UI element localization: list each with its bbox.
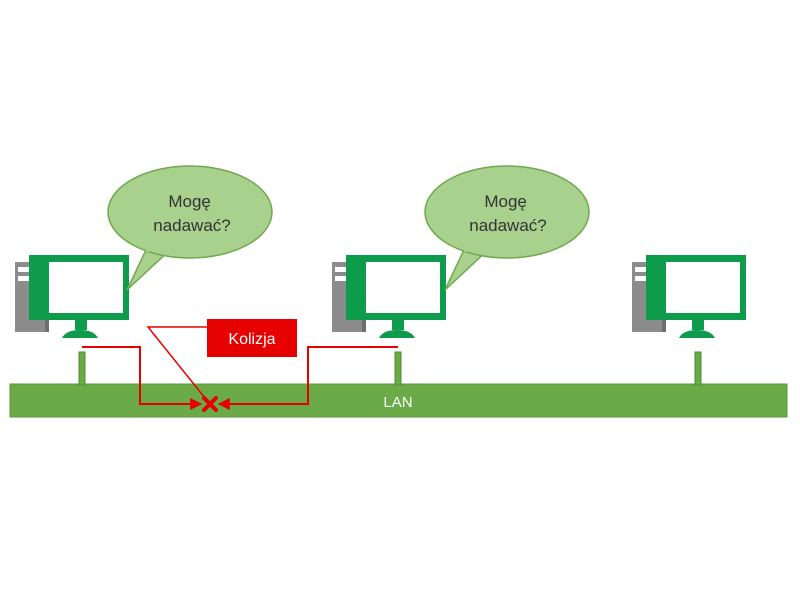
speech-bubble-1: Mogę nadawać? [107,165,273,291]
collision-x-icon [202,396,218,412]
bubble-2-line-1: Mogę [484,192,527,211]
bubble-1-line-2: nadawać? [153,216,231,235]
svg-text:Mogę nadawać?: Mogę nadawać? [153,192,231,235]
computer-3 [632,255,746,338]
bubble-2-line-2: nadawać? [469,216,547,235]
collision-label: Kolizja [228,331,275,348]
drop-cable-1 [78,351,86,386]
speech-bubble-2: Mogę nadawać? [424,165,590,291]
lan-label: LAN [383,394,412,411]
monitor-icon [646,255,746,338]
computer-1 [15,255,129,338]
drop-cable-3 [694,351,702,386]
collision-label-box: Kolizja [207,319,297,357]
computer-2 [332,255,446,338]
drop-cable-2 [394,351,402,386]
collision-pointer [146,326,207,399]
lan-bus: LAN [9,383,788,418]
svg-text:Mogę nadawać?: Mogę nadawać? [469,192,547,235]
signal-path-left [82,346,203,410]
monitor-icon [346,255,446,338]
bubble-1-line-1: Mogę [168,192,211,211]
signal-path-right [217,346,398,410]
monitor-icon [29,255,129,338]
